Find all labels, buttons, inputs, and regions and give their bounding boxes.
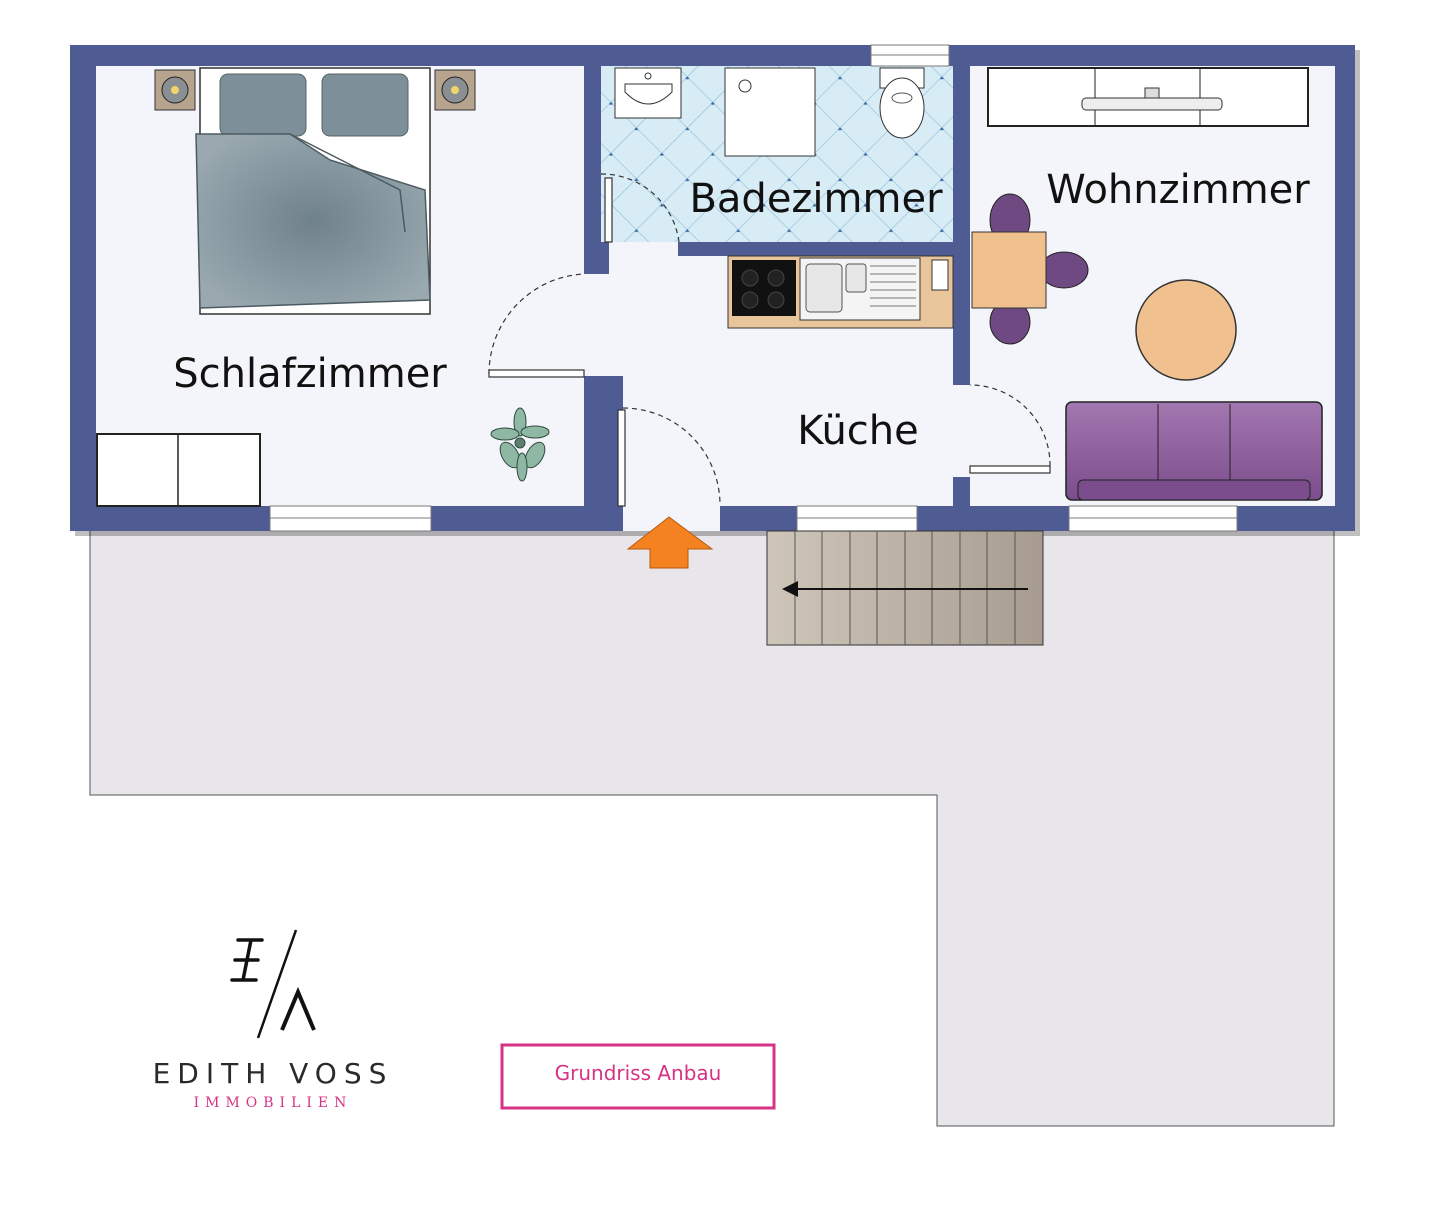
brand-logo: EDITH VOSS IMMOBILIEN: [153, 929, 394, 1111]
room-label-wohnzimmer: Wohnzimmer: [1046, 167, 1310, 213]
wardrobe-icon: [96, 433, 261, 507]
windows: [269, 44, 1238, 532]
toilet-icon: [879, 67, 925, 139]
washbasin-icon: [614, 67, 682, 119]
sofa-icon: [1065, 401, 1323, 501]
bed-icon: [195, 67, 431, 315]
sideboard-icon: [987, 67, 1309, 127]
room-label-badezimmer: Badezimmer: [689, 176, 943, 222]
nightstand-icon: [154, 69, 476, 111]
door-swings: [488, 173, 1051, 506]
brand-subtitle: IMMOBILIEN: [194, 1095, 353, 1111]
kitchen-counter-icon: [727, 255, 954, 329]
caption-box: Grundriss Anbau: [500, 1043, 776, 1110]
terrace-area: [89, 529, 1335, 1127]
monogram-icon: [230, 929, 316, 1039]
brand-name: EDITH VOSS: [153, 1057, 394, 1090]
room-label-schlafzimmer: Schlafzimmer: [173, 351, 447, 397]
coffee-table-icon: [1135, 279, 1237, 381]
stairs-icon: [766, 530, 1044, 646]
room-label-kueche: Küche: [797, 408, 919, 454]
entrance-arrow-icon: [626, 516, 714, 569]
plant-icon: [490, 407, 550, 482]
shower-tray-icon: [724, 67, 816, 157]
interior-walls: [584, 66, 970, 506]
plan-caption: Grundriss Anbau: [555, 1061, 722, 1085]
dining-table-icon: [971, 193, 1089, 345]
door-leaves: [488, 177, 1051, 507]
